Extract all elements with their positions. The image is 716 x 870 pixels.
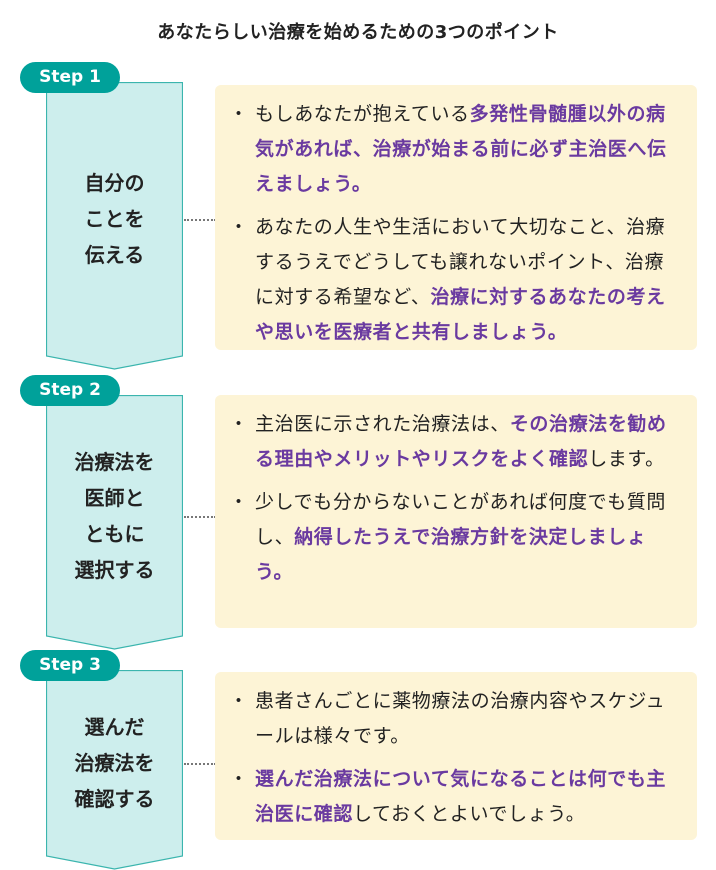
step-badge: Step 3 <box>20 650 120 681</box>
text: します。 <box>588 448 665 470</box>
text: 患者さんごとに薬物療法の治療内容やスケジュールは様々です。 <box>255 690 666 747</box>
step-description-box: 主治医に示された治療法は、その治療法を勧める理由やメリットやリスクをよく確認しま… <box>215 395 697 628</box>
text: 少しでも分からないことがあれば何度でも質問し、 <box>255 491 667 548</box>
connector-dots <box>184 515 216 518</box>
step-arrow: 自分のことを伝える <box>46 82 183 370</box>
connector-dots <box>184 763 216 765</box>
bullet-item: もしあなたが抱えている多発性骨髄腫以外の病気があれば、治療が始まる前に必ず主治医… <box>229 97 681 202</box>
highlighted-text: 納得したうえで治療方針を決定しましょう。 <box>255 526 647 583</box>
step-label-line: 自分の <box>84 171 145 195</box>
step-label-line: ことを <box>84 207 145 231</box>
text: 主治医に示された治療法は、 <box>255 413 510 435</box>
step-label-line: 選んだ <box>84 715 145 739</box>
step-label-line: 伝える <box>84 243 145 267</box>
step-description-box: もしあなたが抱えている多発性骨髄腫以外の病気があれば、治療が始まる前に必ず主治医… <box>215 85 697 350</box>
text: しておくとよいでしょう。 <box>353 803 586 825</box>
step-arrow: 治療法を医師とともに選択する <box>46 395 183 650</box>
text: あなたの人生や生活において大切なこと、治療するうえでどうしても譲れないポイント、… <box>255 216 666 308</box>
bullet-item: あなたの人生や生活において大切なこと、治療するうえでどうしても譲れないポイント、… <box>229 210 681 350</box>
step-arrow: 選んだ治療法を確認する <box>46 670 183 870</box>
arrow-shape <box>46 395 183 650</box>
bullet-item: 患者さんごとに薬物療法の治療内容やスケジュールは様々です。 <box>229 684 681 754</box>
bullet-item: 少しでも分からないことがあれば何度でも質問し、納得したうえで治療方針を決定しまし… <box>229 485 681 590</box>
highlighted-text: 選んだ治療法について気になることは何でも主治医に確認 <box>255 768 667 825</box>
step-description-box: 患者さんごとに薬物療法の治療内容やスケジュールは様々です。選んだ治療法について気… <box>215 672 697 840</box>
step-label-line: 治療法を <box>74 449 155 474</box>
step-label: 選んだ治療法を確認する <box>46 709 183 817</box>
step-badge: Step 1 <box>20 62 120 93</box>
bullet-item: 主治医に示された治療法は、その治療法を勧める理由やメリットやリスクをよく確認しま… <box>229 407 681 477</box>
page-title: あなたらしい治療を始めるための3つのポイント <box>157 22 559 43</box>
step-label: 自分のことを伝える <box>46 165 183 273</box>
step-badge: Step 2 <box>20 375 120 406</box>
highlighted-text: 治療に対するあなたの考えや思いを医療者と共有しましょう。 <box>255 286 666 343</box>
step-label: 治療法を医師とともに選択する <box>46 444 183 588</box>
step-label-line: 確認する <box>74 787 155 811</box>
text: もしあなたが抱えている <box>255 103 470 125</box>
step-label-line: 治療法を <box>74 751 155 775</box>
step-label-line: 医師と <box>84 485 145 510</box>
connector-dots <box>184 219 216 221</box>
arrow-shape <box>46 82 183 370</box>
highlighted-text: 多発性骨髄腫以外の病気があれば、治療が始まる前に必ず主治医へ伝えましょう。 <box>255 103 667 195</box>
step-label-line: ともに <box>84 521 145 546</box>
highlighted-text: その治療法を勧める理由やメリットやリスクをよく確認 <box>255 413 667 470</box>
bullet-item: 選んだ治療法について気になることは何でも主治医に確認しておくとよいでしょう。 <box>229 762 681 832</box>
step-label-line: 選択する <box>74 557 155 582</box>
